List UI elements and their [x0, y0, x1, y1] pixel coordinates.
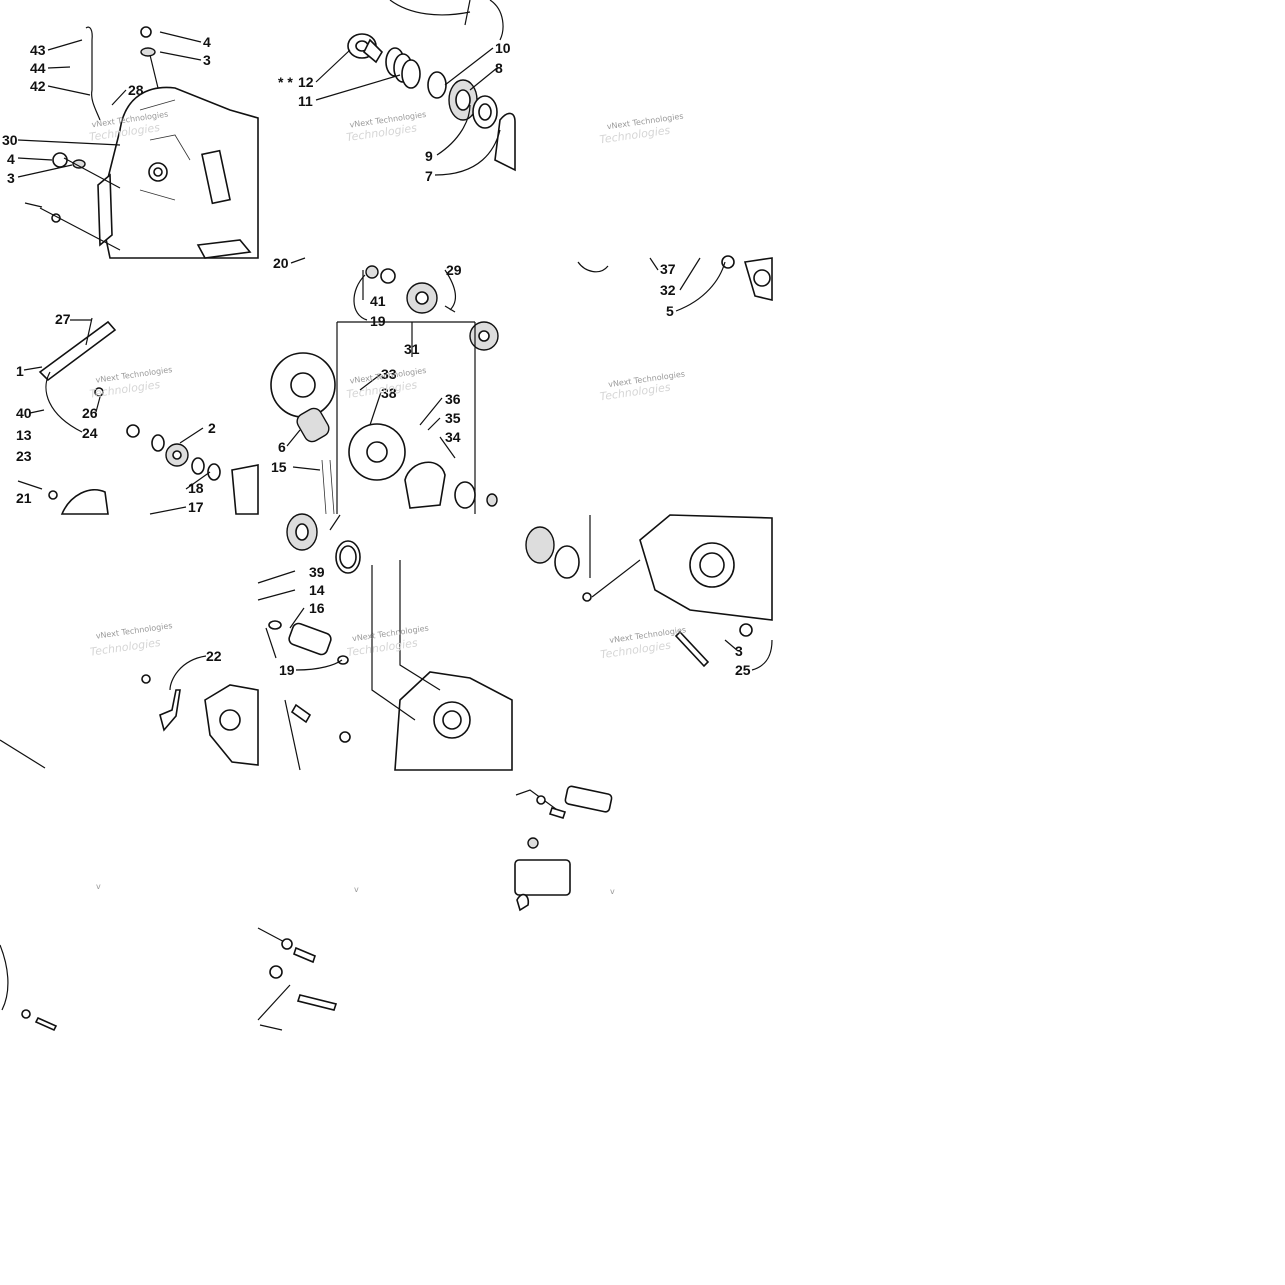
watermark-fragment-03: v — [96, 882, 101, 891]
callout-40: 40 — [16, 405, 32, 421]
callout-32: 32 — [660, 282, 676, 298]
callout-44: 44 — [30, 60, 46, 76]
callout-33: 33 — [381, 366, 397, 382]
watermark-fragment-23: v — [610, 887, 615, 896]
callout-28: 28 — [128, 82, 144, 98]
callout-27: 27 — [55, 311, 71, 327]
callout-31: 31 — [404, 341, 420, 357]
callout-1: 1 — [16, 363, 24, 379]
callout-2: 2 — [208, 420, 216, 436]
callout-11: 11 — [298, 93, 313, 109]
callout-3-left: 3 — [7, 170, 15, 186]
tile-shift-lever — [17, 317, 259, 515]
callout-10: 10 — [495, 40, 511, 56]
watermark-fragment-13: v — [354, 885, 359, 894]
callout-26: 26 — [82, 405, 98, 421]
callout-8: 8 — [495, 60, 503, 76]
callout-37: 37 — [660, 261, 676, 277]
callout-5: 5 — [666, 303, 674, 319]
callout-35: 35 — [445, 410, 461, 426]
callout-4-top: 4 — [203, 34, 211, 50]
callout-36: 36 — [445, 391, 461, 407]
callout-labels: 43 44 42 4 3 28 30 4 3 12 * * 11 10 8 9 … — [2, 34, 751, 678]
tile-clutch-shaft — [347, 0, 516, 172]
callout-15: 15 — [271, 459, 287, 475]
callout-18: 18 — [188, 480, 204, 496]
callout-17: 17 — [188, 499, 204, 515]
callout-3-right: 3 — [735, 643, 743, 659]
callout-20: 20 — [273, 255, 289, 271]
callout-14: 14 — [309, 582, 325, 598]
callout-6: 6 — [278, 439, 286, 455]
watermark-tile-02: vNext Technologies — [95, 621, 173, 641]
callout-13: 13 — [16, 427, 32, 443]
tile-lower-fragments — [0, 785, 613, 1032]
callout-19-top: 19 — [370, 313, 386, 329]
tile-right-housing — [525, 514, 773, 668]
tile-gear-case-cover — [24, 26, 259, 259]
tile-bracket — [0, 674, 259, 769]
callout-30: 30 — [2, 132, 18, 148]
callout-4-left: 4 — [7, 151, 15, 167]
callout-25: 25 — [735, 662, 751, 678]
callout-34: 34 — [445, 429, 461, 445]
tile-bearing-fragment — [577, 255, 773, 302]
callout-9: 9 — [425, 148, 433, 164]
tile-housing — [268, 513, 513, 771]
callout-24: 24 — [82, 425, 98, 441]
callout-38: 38 — [381, 385, 397, 401]
callout-41: 41 — [370, 293, 386, 309]
callout-22: 22 — [206, 648, 222, 664]
callout-19-bottom: 19 — [279, 662, 295, 678]
callout-43: 43 — [30, 42, 46, 58]
callout-21: 21 — [16, 490, 32, 506]
callout-29: 29 — [446, 262, 462, 278]
leader-lines — [17, 31, 773, 691]
tile-gears — [270, 265, 499, 515]
callout-7: 7 — [425, 168, 433, 184]
callout-12-asterisks: * * — [278, 74, 293, 90]
callout-39: 39 — [309, 564, 325, 580]
callout-12: 12 — [298, 74, 314, 90]
callout-16: 16 — [309, 600, 325, 616]
callout-23: 23 — [16, 448, 32, 464]
callout-42: 42 — [30, 78, 46, 94]
callout-3-top: 3 — [203, 52, 211, 68]
